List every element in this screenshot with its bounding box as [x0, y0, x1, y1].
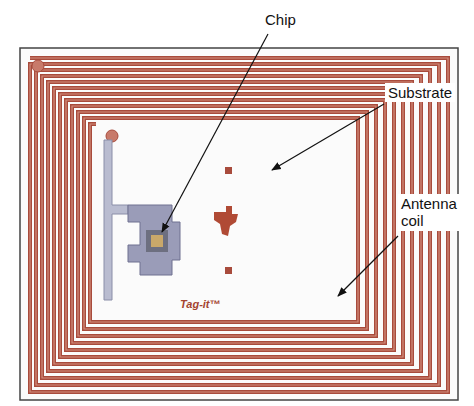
leader-line [272, 104, 384, 170]
leader-line [338, 236, 398, 296]
brand-text: Tag-it™ [180, 298, 221, 311]
coil-pad [32, 60, 44, 72]
chip-package [146, 230, 168, 252]
marker-square [225, 167, 232, 174]
chip-die [151, 235, 163, 247]
bridge-trace [104, 140, 128, 300]
lead-frame [128, 205, 180, 275]
tag-substrate [20, 48, 458, 400]
callout-label: Substrate [385, 83, 455, 102]
coil-highlight [30, 58, 448, 392]
marker-square [225, 267, 232, 274]
leader-line [162, 34, 268, 232]
ti-logo [214, 206, 238, 236]
callout-label: Chip [262, 10, 299, 29]
antenna-coil [30, 58, 448, 392]
coil-trace [30, 58, 448, 392]
callout-label: Antenna coil [398, 194, 470, 231]
